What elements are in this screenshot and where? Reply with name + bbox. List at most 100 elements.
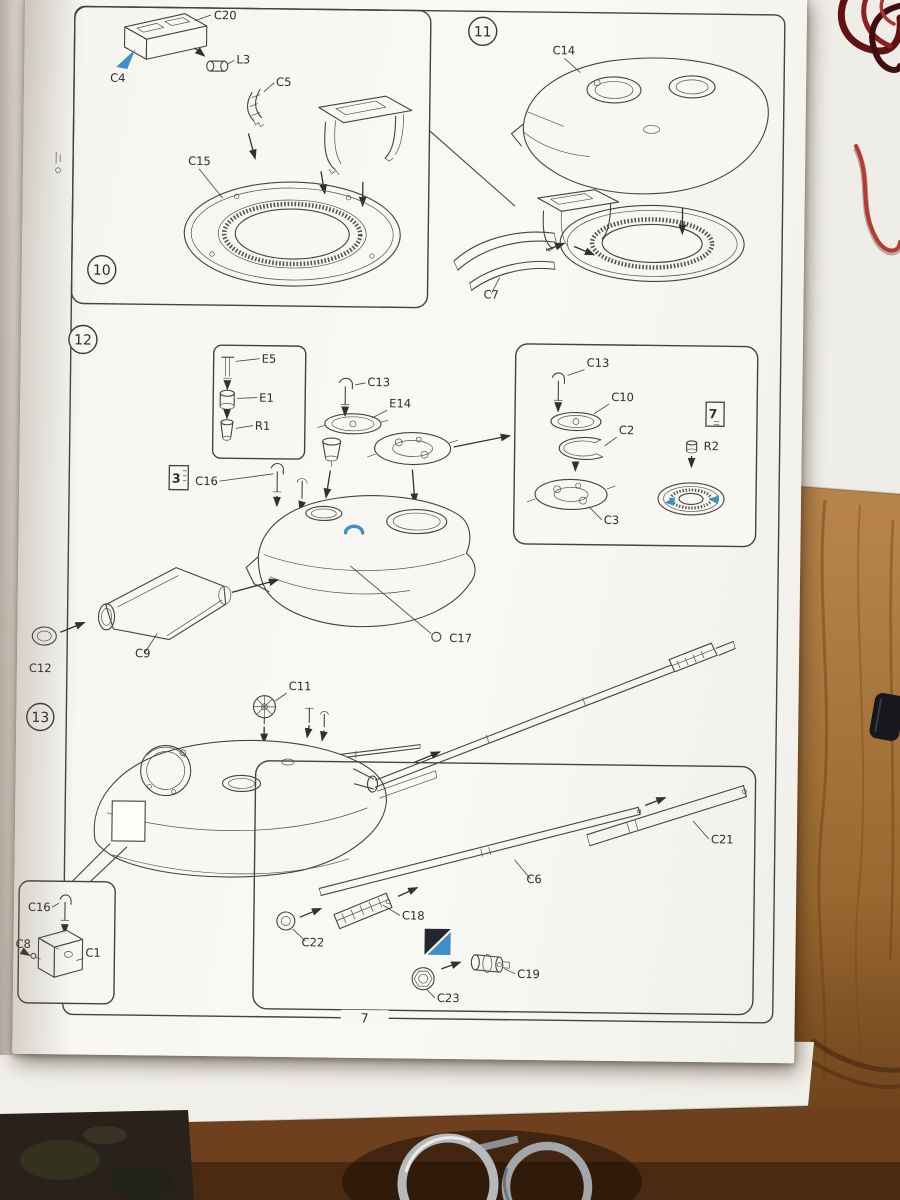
label-c18: C18 [402,908,425,922]
step-10-badge: 10 [87,255,117,285]
part-e1 [219,389,235,410]
part-c18-muzzle-brake [333,892,393,930]
part-c6-barrel-tube [318,806,642,896]
red-wires [837,0,900,256]
sprue-7-badge: 7 [705,401,725,427]
step-11: 11 C14 [453,16,769,302]
sheet-bottom-edge [795,485,900,495]
part-mount-bracket [318,95,413,175]
step-10-number: 10 [93,263,111,279]
part-c3-rotor [526,478,616,511]
part-c21-barrel-section [586,785,747,847]
label-c16-inset: C16 [28,900,51,914]
label-c7: C7 [483,287,499,301]
margin-print-marks [55,151,61,173]
turret-front-patch [111,800,146,842]
label-c13-inset: C13 [587,356,610,370]
scissors-pivot [479,1135,519,1152]
u-clamp-icon [343,524,365,535]
part-rotor-disc [367,431,459,466]
label-c2: C2 [619,423,635,437]
step-13-number: 13 [31,710,49,726]
part-ring-step11 [559,204,745,282]
part-c1-block [37,929,84,978]
part-c16-pins [270,462,308,499]
blue-mark-icon [664,496,676,506]
part-c13-pin-inset [551,372,566,401]
label-c5: C5 [276,75,292,89]
scissors-handles [342,1130,642,1200]
part-c17-ball [431,631,442,642]
step-11-badge: 11 [468,16,498,47]
label-c6: C6 [526,872,542,886]
panel-divider [428,130,516,207]
label-c11: C11 [289,679,312,693]
label-c14: C14 [552,43,575,57]
label-c19: C19 [517,967,540,981]
part-c15-ring [183,181,401,287]
part-c14-turret-roof [510,57,769,195]
label-r1: R1 [255,419,270,433]
label-c4: C4 [110,71,126,85]
instruction-page: 10 C20 C4 L3 [12,0,808,1064]
part-c7-blades [453,231,557,291]
part-c12-cap [31,626,57,646]
part-periscope-funnel [322,437,342,467]
part-e14-disc [317,413,389,435]
step-10: 10 C20 C4 L3 [70,5,516,309]
part-roof-pins [305,707,329,728]
part-turret-shell-step12 [245,495,476,628]
part-c20-box [123,13,208,60]
step-13-inset-box: C16 C1 C8 [15,843,128,1005]
label-c21: C21 [711,832,734,846]
part-c9-mantlet [97,567,232,641]
part-r1 [220,419,234,441]
part-c8-peg [30,952,41,960]
sheet-top-right [790,0,900,494]
part-c13-pin [338,377,353,406]
label-c12: C12 [29,661,52,675]
blue-arrow-icon [116,49,136,70]
sprue-7-number: 7 [709,406,718,421]
step-13: 13 C11 [15,640,757,1016]
part-c10-disc [550,411,602,432]
dark-object-bottom-left [0,1110,194,1200]
page-number-gap [340,1009,389,1027]
label-l3: L3 [236,52,250,66]
part-l3 [206,60,229,72]
step-11-number: 11 [474,24,492,40]
part-c16-pin-inset [59,894,72,921]
label-c8: C8 [15,937,31,951]
part-turret-step13 [93,739,387,878]
label-e5: E5 [262,352,277,366]
page-border-frame [62,5,786,1024]
label-c17: C17 [449,631,472,645]
small-parts-box [211,344,307,460]
label-e1: E1 [259,391,274,405]
step-12-number: 12 [74,332,92,348]
label-c1: C1 [85,946,101,960]
step-10-panel [70,5,432,309]
label-r2: R2 [704,439,719,453]
step-13-badge: 13 [26,702,55,732]
step-12: 12 E5 E1 R1 [29,324,759,675]
part-assembled-gun [374,640,736,799]
label-c3: C3 [604,513,620,527]
part-c23-nut [411,967,435,991]
part-c2-ring [558,436,604,461]
part-r2-peg [686,440,698,454]
glue-symbol-icon [424,928,451,956]
part-c22-washer [276,911,296,931]
part-c5 [246,89,264,127]
part-c19-valve [470,954,510,973]
part-e5 [221,356,235,379]
label-c15: C15 [188,154,211,168]
sprue-3-badge: 3 [168,464,190,491]
step-12-inset-panel: C13 C10 C2 [512,343,759,548]
label-c13-main: C13 [367,375,390,389]
part-bearing-ring [657,482,725,516]
blue-mark-icon [709,495,720,505]
label-c20: C20 [214,8,237,22]
step-13-parts-panel [252,760,757,1016]
